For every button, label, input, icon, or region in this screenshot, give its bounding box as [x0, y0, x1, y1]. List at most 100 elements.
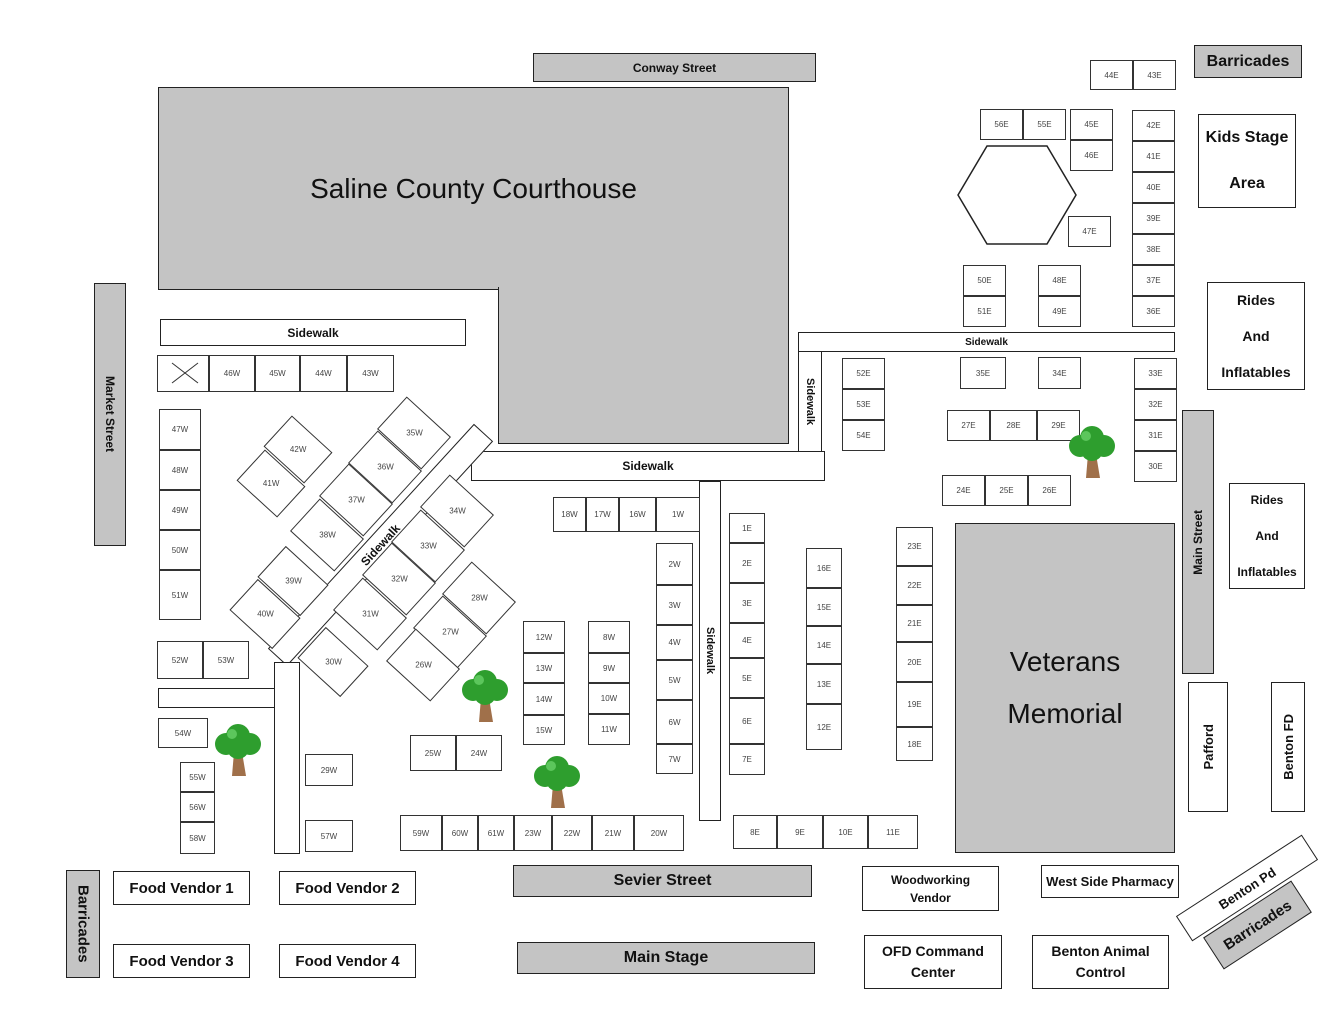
booth-24w[interactable]: 24W	[456, 735, 502, 771]
booth-57w[interactable]: 57W	[305, 820, 353, 852]
booth-55w[interactable]: 55W	[180, 762, 215, 792]
booth-1e[interactable]: 1E	[729, 513, 765, 543]
booth-11e[interactable]: 11E	[868, 815, 918, 849]
booth-15e[interactable]: 15E	[806, 588, 842, 626]
booth-22e[interactable]: 22E	[896, 566, 933, 605]
booth-54e[interactable]: 54E	[842, 420, 885, 451]
booth-20w[interactable]: 20W	[634, 815, 684, 851]
booth-49e[interactable]: 49E	[1038, 296, 1081, 327]
booth-7w[interactable]: 7W	[656, 744, 693, 774]
booth-6e[interactable]: 6E	[729, 698, 765, 744]
booth-15w[interactable]: 15W	[523, 715, 565, 745]
booth-20e[interactable]: 20E	[896, 642, 933, 682]
booth-41e[interactable]: 41E	[1132, 141, 1175, 172]
booth-25e[interactable]: 25E	[985, 475, 1028, 506]
booth-28e[interactable]: 28E	[990, 410, 1037, 441]
booth-56w[interactable]: 56W	[180, 792, 215, 822]
booth-44w[interactable]: 44W	[300, 355, 347, 392]
booth-24e[interactable]: 24E	[942, 475, 985, 506]
booth-9w[interactable]: 9W	[588, 653, 630, 683]
booth-30e[interactable]: 30E	[1134, 451, 1177, 482]
booth-2w[interactable]: 2W	[656, 543, 693, 585]
booth-59w[interactable]: 59W	[400, 815, 442, 851]
booth-54w[interactable]: 54W	[158, 718, 208, 748]
booth-39e[interactable]: 39E	[1132, 203, 1175, 234]
booth-38e[interactable]: 38E	[1132, 234, 1175, 265]
booth-8w[interactable]: 8W	[588, 621, 630, 653]
booth-31e[interactable]: 31E	[1134, 420, 1177, 451]
booth-29e[interactable]: 29E	[1037, 410, 1080, 441]
booth-10w[interactable]: 10W	[588, 683, 630, 714]
booth-46w[interactable]: 46W	[209, 355, 255, 392]
booth-22w[interactable]: 22W	[552, 815, 592, 851]
booth-4e[interactable]: 4E	[729, 623, 765, 658]
booth-43w[interactable]: 43W	[347, 355, 394, 392]
booth-36e[interactable]: 36E	[1132, 296, 1175, 327]
booth-16w[interactable]: 16W	[619, 497, 656, 532]
booth-4w[interactable]: 4W	[656, 625, 693, 660]
booth-14w[interactable]: 14W	[523, 683, 565, 715]
booth-14e[interactable]: 14E	[806, 626, 842, 664]
woodworking-label: Woodworking	[890, 872, 971, 887]
booth-6w[interactable]: 6W	[656, 700, 693, 744]
booth-27e[interactable]: 27E	[947, 410, 990, 441]
booth-51e[interactable]: 51E	[963, 296, 1006, 327]
booth-47e[interactable]: 47E	[1068, 216, 1111, 247]
booth-25w[interactable]: 25W	[410, 735, 456, 771]
booth-42e[interactable]: 42E	[1132, 110, 1175, 141]
booth-19e[interactable]: 19E	[896, 682, 933, 727]
booth-48e[interactable]: 48E	[1038, 265, 1081, 296]
booth-18e[interactable]: 18E	[896, 727, 933, 761]
booth-17w[interactable]: 17W	[586, 497, 619, 532]
booth-26e[interactable]: 26E	[1028, 475, 1071, 506]
booth-60w[interactable]: 60W	[442, 815, 478, 851]
booth-12e[interactable]: 12E	[806, 704, 842, 750]
booth-45e[interactable]: 45E	[1070, 109, 1113, 140]
booth-1w[interactable]: 1W	[656, 497, 700, 532]
booth-49w[interactable]: 49W	[159, 490, 201, 530]
booth-47w[interactable]: 47W	[159, 409, 201, 450]
booth-44e[interactable]: 44E	[1090, 60, 1133, 90]
booth-9e[interactable]: 9E	[777, 815, 823, 849]
booth-7e[interactable]: 7E	[729, 744, 765, 775]
booth-32e[interactable]: 32E	[1134, 389, 1177, 420]
booth-53e[interactable]: 53E	[842, 389, 885, 420]
booth-50e[interactable]: 50E	[963, 265, 1006, 296]
booth-46e[interactable]: 46E	[1070, 140, 1113, 171]
booth-40e[interactable]: 40E	[1132, 172, 1175, 203]
booth-13e[interactable]: 13E	[806, 664, 842, 704]
booth-29w[interactable]: 29W	[305, 754, 353, 786]
booth-37e[interactable]: 37E	[1132, 265, 1175, 296]
booth-61w[interactable]: 61W	[478, 815, 514, 851]
booth-52w[interactable]: 52W	[157, 641, 203, 679]
booth-51w[interactable]: 51W	[159, 570, 201, 620]
booth-55e[interactable]: 55E	[1023, 109, 1066, 140]
booth-52e[interactable]: 52E	[842, 358, 885, 389]
booth-53w[interactable]: 53W	[203, 641, 249, 679]
booth-50w[interactable]: 50W	[159, 530, 201, 570]
booth-35e[interactable]: 35E	[960, 357, 1006, 389]
booth-2e[interactable]: 2E	[729, 543, 765, 583]
booth-18w[interactable]: 18W	[553, 497, 586, 532]
booth-21e[interactable]: 21E	[896, 605, 933, 642]
booth-43e[interactable]: 43E	[1133, 60, 1176, 90]
booth-16e[interactable]: 16E	[806, 548, 842, 588]
booth-3e[interactable]: 3E	[729, 583, 765, 623]
booth-23e[interactable]: 23E	[896, 527, 933, 566]
booth-5e[interactable]: 5E	[729, 658, 765, 698]
booth-3w[interactable]: 3W	[656, 585, 693, 625]
booth-8e[interactable]: 8E	[733, 815, 777, 849]
booth-10e[interactable]: 10E	[823, 815, 868, 849]
booth-56e[interactable]: 56E	[980, 109, 1023, 140]
booth-33e[interactable]: 33E	[1134, 358, 1177, 389]
booth-11w[interactable]: 11W	[588, 714, 630, 745]
booth-21w[interactable]: 21W	[592, 815, 634, 851]
booth-34e[interactable]: 34E	[1038, 357, 1081, 389]
booth-13w[interactable]: 13W	[523, 653, 565, 683]
booth-5w[interactable]: 5W	[656, 660, 693, 700]
booth-12w[interactable]: 12W	[523, 621, 565, 653]
booth-48w[interactable]: 48W	[159, 450, 201, 490]
booth-58w[interactable]: 58W	[180, 822, 215, 854]
booth-23w[interactable]: 23W	[514, 815, 552, 851]
booth-45w[interactable]: 45W	[255, 355, 300, 392]
